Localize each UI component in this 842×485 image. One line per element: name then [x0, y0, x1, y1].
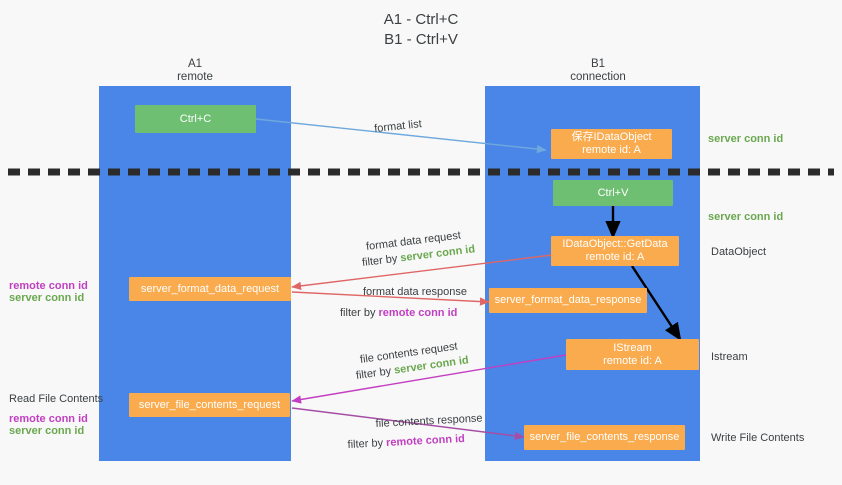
box-server-file-contents-request-line1: server_file_contents_request: [138, 398, 281, 411]
box-istream-line1: IStream: [613, 341, 652, 354]
title-line-2: B1 - Ctrl+V: [384, 31, 458, 48]
box-ctrl-v[interactable]: Ctrl+V: [553, 180, 673, 206]
column-header-a1-name: A1: [187, 58, 203, 70]
box-idataobject-getdata-line1: IDataObject::GetData: [562, 238, 668, 250]
box-save-idataobject-line2: remote id: A: [582, 144, 641, 156]
column-header-a1: A1 remote: [95, 58, 295, 84]
edge-label-file-contents-response-text: file contents response: [375, 412, 483, 431]
edge-label-file-contents-response: file contents response: [375, 411, 483, 431]
box-save-idataobject-line1: 保存IDataObject: [571, 131, 652, 143]
column-header-b1: B1 connection: [498, 58, 698, 84]
box-istream[interactable]: IStream remote id: A: [566, 339, 699, 370]
filter-prefix: filter by: [347, 437, 387, 452]
box-ctrl-v-line1: Ctrl+V: [597, 186, 629, 199]
column-header-a1-role: remote: [177, 71, 213, 83]
box-ctrl-c-line1: Ctrl+C: [179, 112, 212, 125]
right-label-server-conn-id-top: server conn id: [708, 133, 784, 145]
box-istream-line2: remote id: A: [603, 354, 662, 367]
filter-prefix: filter by: [361, 252, 402, 270]
left-label-remote-conn-id-2: remote conn id: [9, 413, 88, 425]
box-server-format-data-request[interactable]: server_format_data_request: [129, 277, 291, 301]
left-label-server-conn-id-2: server conn id: [9, 425, 85, 437]
edge-label-format-data-response-filter: filter by remote conn id: [340, 306, 457, 320]
edge-label-format-list-text: format list: [373, 118, 423, 136]
edge-label-format-list: format list: [374, 117, 423, 136]
box-server-file-contents-response[interactable]: server_file_contents_response: [524, 425, 685, 450]
box-idataobject-getdata-line2: remote id: A: [585, 251, 645, 263]
right-label-server-conn-id-second: server conn id: [708, 211, 784, 223]
right-label-dataobject: DataObject: [711, 246, 767, 258]
edge-label-format-data-response: format data response: [363, 285, 467, 299]
column-header-b1-role: connection: [570, 71, 626, 83]
right-label-istream: Istream: [711, 351, 748, 363]
box-server-format-data-response[interactable]: server_format_data_response: [489, 288, 647, 313]
edge-label-file-contents-response-filter: filter by remote conn id: [347, 432, 465, 452]
filter-key-remote-conn-id: remote conn id: [378, 307, 458, 319]
box-server-format-data-request-line1: server_format_data_request: [140, 282, 280, 295]
filter-key-remote-conn-id: remote conn id: [385, 432, 466, 449]
box-ctrl-c[interactable]: Ctrl+C: [135, 105, 256, 133]
box-server-file-contents-request[interactable]: server_file_contents_request: [129, 393, 290, 417]
box-save-idataobject[interactable]: 保存IDataObject remote id: A: [551, 129, 672, 159]
title-line-1: A1 - Ctrl+C: [383, 11, 459, 28]
box-server-file-contents-response-line1: server_file_contents_response: [529, 431, 680, 443]
edge-label-format-data-response-text: format data response: [363, 286, 467, 298]
box-server-format-data-response-line1: server_format_data_response: [494, 294, 642, 306]
diagram-title: A1 - Ctrl+C B1 - Ctrl+V: [0, 10, 842, 50]
box-idataobject-getdata[interactable]: IDataObject::GetData remote id: A: [551, 236, 679, 266]
filter-prefix: filter by: [355, 364, 396, 383]
filter-prefix: filter by: [340, 307, 379, 319]
left-label-read-file-contents: Read File Contents: [9, 393, 104, 405]
left-label-server-conn-id-1: server conn id: [9, 292, 85, 304]
right-label-write-file-contents: Write File Contents: [711, 432, 805, 444]
left-label-remote-conn-id-1: remote conn id: [9, 280, 88, 292]
column-header-b1-name: B1: [590, 58, 606, 70]
